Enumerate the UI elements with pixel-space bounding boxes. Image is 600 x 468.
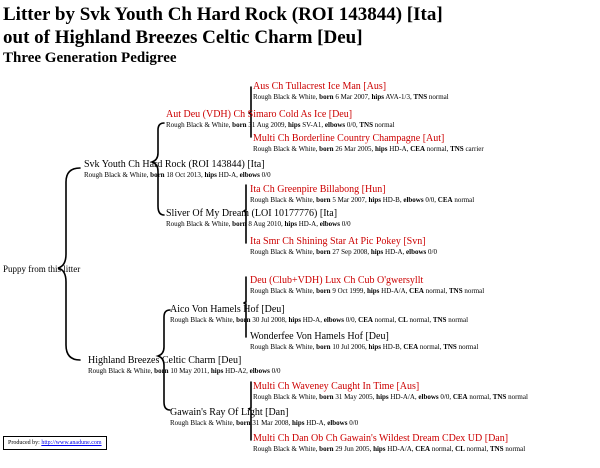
dog-name: Multi Ch Waveney Caught In Time [Aus] xyxy=(253,381,420,392)
dog-name: Wonderfee Von Hamels Hof [Deu] xyxy=(250,331,389,342)
dog-entry-dam-sire: Aico Von Hamels Hof [Deu] Rough Black & … xyxy=(170,304,468,325)
dog-details: Rough Black & White, born 30 Jul 2008, h… xyxy=(170,316,469,324)
page-subtitle: Three Generation Pedigree xyxy=(3,50,177,66)
dog-name: Multi Ch Dan Ob Ch Gawain's Wildest Drea… xyxy=(253,433,509,444)
dog-name: Svk Youth Ch Hard Rock (ROI 143844) [Ita… xyxy=(84,159,265,170)
dog-name: Deu (Club+VDH) Lux Ch Cub O'gwersyllt xyxy=(250,275,424,286)
dog-name: Aus Ch Tullacrest Ice Man [Aus] xyxy=(253,81,387,92)
dog-name: Sliver Of My Dream (LOI 10177776) [Ita] xyxy=(166,208,338,219)
dog-name: Ita Smr Ch Shining Star At Pic Pokey [Sv… xyxy=(250,236,426,247)
dog-details: Rough Black & White, born 26 Mar 2005, h… xyxy=(253,145,484,153)
dog-name: Multi Ch Borderline Country Champagne [A… xyxy=(253,133,445,144)
dog-entry-dam-dam: Gawain's Ray Of Light [Dan] Rough Black … xyxy=(170,407,358,428)
dog-details: Rough Black & White, born 31 Aug 2009, h… xyxy=(166,121,395,129)
dog-entry-sire-sire-sire: Aus Ch Tullacrest Ice Man [Aus] Rough Bl… xyxy=(253,81,449,102)
page-title-line-2: out of Highland Breezes Celtic Charm [De… xyxy=(3,27,363,48)
puppy-label: Puppy from this litter xyxy=(3,264,81,274)
page-title-line-1: Litter by Svk Youth Ch Hard Rock (ROI 14… xyxy=(3,4,443,25)
dog-entry-sire-dam-dam: Ita Smr Ch Shining Star At Pic Pokey [Sv… xyxy=(250,236,437,257)
bracket-dam-sire xyxy=(243,276,247,338)
dog-name: Gawain's Ray Of Light [Dan] xyxy=(170,407,289,418)
bracket-sire-dam xyxy=(243,184,247,244)
bracket-dam xyxy=(155,309,171,411)
dog-details: Rough Black & White, born 10 May 2011, h… xyxy=(88,367,281,375)
dog-entry-dam-dam-dam: Multi Ch Dan Ob Ch Gawain's Wildest Drea… xyxy=(253,433,525,454)
bracket-dam-dam xyxy=(248,381,252,441)
dog-details: Rough Black & White, born 18 Oct 2013, h… xyxy=(84,171,271,179)
dog-entry-sire-dam: Sliver Of My Dream (LOI 10177776) [Ita] … xyxy=(166,208,351,229)
dog-details: Rough Black & White, born 10 Jul 2006, h… xyxy=(250,343,479,351)
dog-entry-dam: Highland Breezes Celtic Charm [Deu] Roug… xyxy=(88,355,281,376)
dog-details: Rough Black & White, born 9 Oct 1999, hi… xyxy=(250,287,485,295)
dog-details: Rough Black & White, born 27 Sep 2008, h… xyxy=(250,248,437,256)
dog-details: Rough Black & White, born 5 Mar 2007, hi… xyxy=(250,196,475,204)
dog-entry-dam-dam-sire: Multi Ch Waveney Caught In Time [Aus] Ro… xyxy=(253,381,528,402)
dog-entry-dam-sire-dam: Wonderfee Von Hamels Hof [Deu] Rough Bla… xyxy=(250,331,478,352)
dog-entry-sire-sire-dam: Multi Ch Borderline Country Champagne [A… xyxy=(253,133,484,154)
produced-by-label: Produced by: xyxy=(8,440,40,446)
dog-name: Aut Deu (VDH) Ch Simaro Cold As Ice [Deu… xyxy=(166,109,353,120)
produced-by-link[interactable]: http://www.anadune.com xyxy=(41,440,102,446)
dog-entry-sire-dam-sire: Ita Ch Greenpire Billabong [Hun] Rough B… xyxy=(250,184,474,205)
dog-details: Rough Black & White, born 29 Jun 2005, h… xyxy=(253,445,526,453)
bracket-sire-sire xyxy=(248,86,252,138)
dog-entry-dam-sire-sire: Deu (Club+VDH) Lux Ch Cub O'gwersyllt Ro… xyxy=(250,275,484,296)
dog-details: Rough Black & White, born 8 Aug 2010, hi… xyxy=(166,220,351,228)
dog-name: Aico Von Hamels Hof [Deu] xyxy=(170,304,285,315)
bracket-sire xyxy=(149,122,165,216)
dog-name: Highland Breezes Celtic Charm [Deu] xyxy=(88,355,242,366)
produced-by-box: Produced by: http://www.anadune.com xyxy=(3,436,107,450)
dog-details: Rough Black & White, born 31 May 2005, h… xyxy=(253,393,528,401)
dog-entry-sire-sire: Aut Deu (VDH) Ch Simaro Cold As Ice [Deu… xyxy=(166,109,395,130)
dog-entry-sire: Svk Youth Ch Hard Rock (ROI 143844) [Ita… xyxy=(84,159,271,180)
dog-details: Rough Black & White, born 31 Mar 2008, h… xyxy=(170,419,359,427)
bracket-puppy xyxy=(57,167,81,361)
dog-name: Ita Ch Greenpire Billabong [Hun] xyxy=(250,184,386,195)
dog-details: Rough Black & White, born 6 Mar 2007, hi… xyxy=(253,93,449,101)
